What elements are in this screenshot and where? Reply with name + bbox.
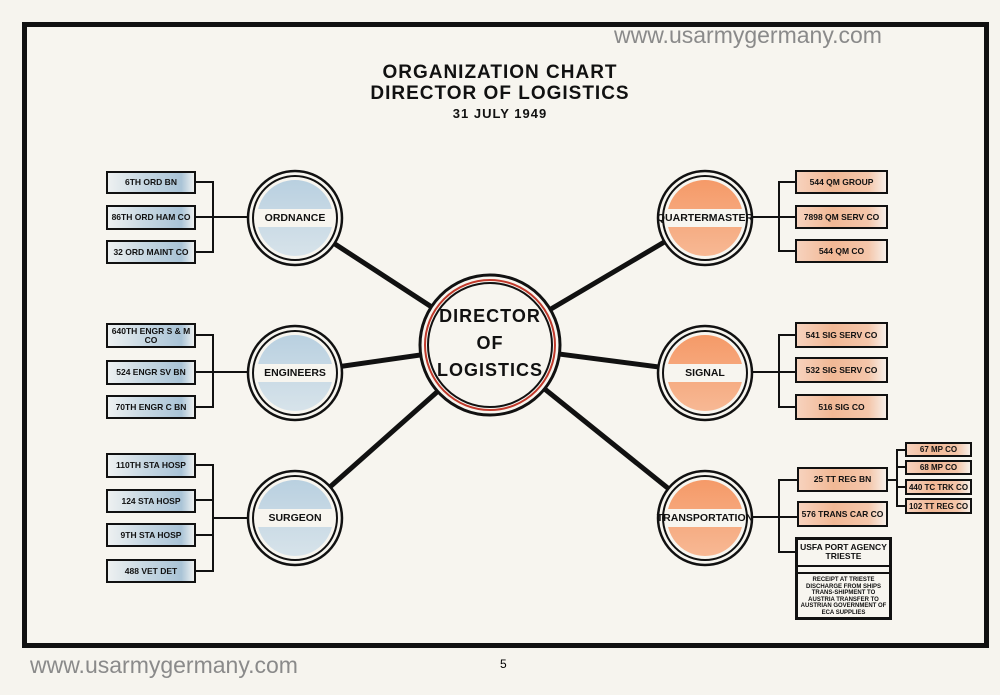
unit-box: 488 VET DET — [106, 559, 196, 583]
chart-date: 31 JULY 1949 — [452, 106, 548, 121]
surgeon-label: SURGEON — [268, 512, 322, 524]
director-circle — [418, 273, 562, 417]
unit-box: 6TH ORD BN — [106, 171, 196, 194]
unit-box: 25 TT REG BN — [797, 467, 888, 492]
port-agency-duties: RECEIPT AT TRIESTE DISCHARGE FROM SHIPS … — [798, 572, 889, 616]
unit-box: 544 QM CO — [795, 239, 888, 263]
ordnance-label: ORDNANCE — [264, 212, 326, 224]
brackets — [196, 181, 905, 572]
sub-unit-box: 67 MP CO — [905, 442, 972, 457]
unit-box: 9TH STA HOSP — [106, 523, 196, 547]
director-label: DIRECTOR OF LOGISTICS — [420, 303, 560, 384]
unit-box: 544 QM GROUP — [795, 170, 888, 194]
watermark-top: www.usarmygermany.com — [614, 22, 882, 48]
unit-box: 541 SIG SERV CO — [795, 322, 888, 348]
sub-unit-box: 68 MP CO — [905, 460, 972, 475]
page-number: 5 — [500, 657, 507, 671]
circles — [246, 169, 754, 567]
unit-box: 640TH ENGR S & M CO — [106, 323, 196, 348]
unit-box: 32 ORD MAINT CO — [106, 240, 196, 264]
port-agency-title: USFA PORT AGENCY TRIESTE — [798, 540, 889, 567]
chart-title-line1: ORGANIZATION CHART — [382, 62, 618, 83]
unit-box: 124 STA HOSP — [106, 489, 196, 513]
signal-label: SIGNAL — [685, 367, 725, 379]
unit-box: 516 SIG CO — [795, 394, 888, 420]
unit-box: 524 ENGR SV BN — [106, 360, 196, 385]
unit-box: 576 TRANS CAR CO — [797, 501, 888, 527]
watermark-bottom: www.usarmygermany.com — [30, 652, 298, 678]
chart-title-line2: DIRECTOR OF LOGISTICS — [370, 83, 630, 104]
unit-box: 110TH STA HOSP — [106, 453, 196, 478]
port-agency-box: USFA PORT AGENCY TRIESTE RECEIPT AT TRIE… — [795, 537, 892, 620]
transportation-label: TRANSPORTATION — [656, 512, 754, 524]
director-line2: OF — [476, 333, 504, 353]
unit-box: 70TH ENGR C BN — [106, 395, 196, 419]
unit-box: 86TH ORD HAM CO — [106, 205, 196, 230]
quartermaster-label: QUARTERMASTER — [656, 212, 754, 224]
unit-box: 7898 QM SERV CO — [795, 205, 888, 229]
unit-box: 532 SIG SERV CO — [795, 357, 888, 383]
director-line1: DIRECTOR — [439, 306, 541, 326]
director-line3: LOGISTICS — [436, 360, 543, 380]
sub-unit-box: 102 TT REG CO — [905, 498, 972, 514]
engineers-label: ENGINEERS — [264, 367, 326, 379]
sub-unit-box: 440 TC TRK CO — [905, 479, 972, 495]
